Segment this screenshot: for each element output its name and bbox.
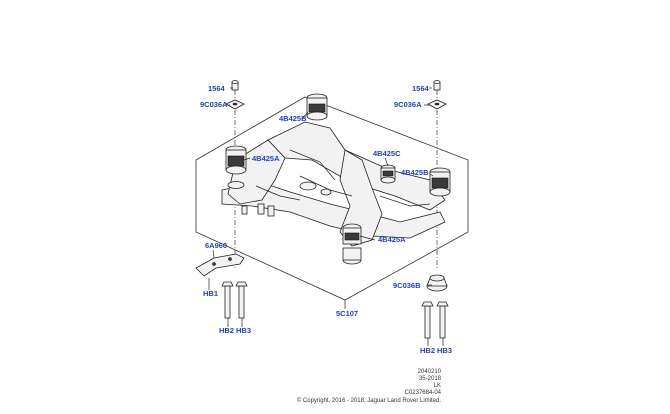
label-hb2-left: HB2: [219, 326, 234, 335]
bush-4b425b-top: [306, 93, 328, 121]
reference-line-1: 2040210: [418, 369, 442, 375]
bracket-6a960: [195, 253, 245, 277]
bolt-1564-right: [433, 80, 441, 91]
bolt-hb3-right: [436, 301, 449, 339]
bush-4b425c-mid: [380, 164, 396, 184]
label-hb3-right: HB3: [437, 346, 452, 355]
bush-4b425a-left: [225, 145, 247, 189]
bush-4b425b-right: [429, 167, 451, 197]
label-washer-9c036a-left: 9C036A: [200, 100, 228, 109]
washer-9c036a-left: [225, 99, 245, 110]
label-bush-4b425b-top: 4B425B: [279, 114, 307, 123]
reference-line-2: 35-2018: [419, 376, 442, 382]
reference-line-4: C0237684-04: [405, 390, 442, 396]
label-hb3-left: HB3: [236, 326, 251, 335]
label-assembly-5c107: 5C107: [336, 309, 358, 318]
bush-4b425a-front: [342, 223, 362, 265]
label-washer-9c036a-right: 9C036A: [394, 100, 422, 109]
label-bush-4b425a-left: 4B425A: [252, 154, 280, 163]
washer-9c036b: [426, 274, 448, 292]
label-bolt-1564-right: 1564: [412, 84, 430, 93]
bolt-hb3-left: [235, 281, 248, 319]
bolt-1564-left: [231, 80, 239, 91]
label-bush-4b425a-front: 4B425A: [378, 235, 406, 244]
label-hb1: HB1: [203, 289, 218, 298]
bolt-hb2-right: [421, 301, 434, 339]
label-bush-4b425b-right: 4B425B: [401, 168, 429, 177]
label-washer-9c036b: 9C036B: [393, 281, 421, 290]
subframe-body: [221, 121, 446, 247]
label-bracket-6a960: 6A960: [205, 241, 227, 250]
label-bolt-1564-left: 1564: [208, 84, 226, 93]
label-bush-4b425c: 4B425C: [373, 149, 401, 158]
washer-9c036a-right: [427, 99, 447, 110]
bolt-hb2-left: [221, 281, 234, 319]
leader-lines: [208, 87, 444, 346]
label-hb2-right: HB2: [420, 346, 435, 355]
reference-line-3: LK: [434, 383, 441, 389]
copyright-notice: © Copyright, 2016 - 2018. Jaguar Land Ro…: [297, 397, 442, 404]
